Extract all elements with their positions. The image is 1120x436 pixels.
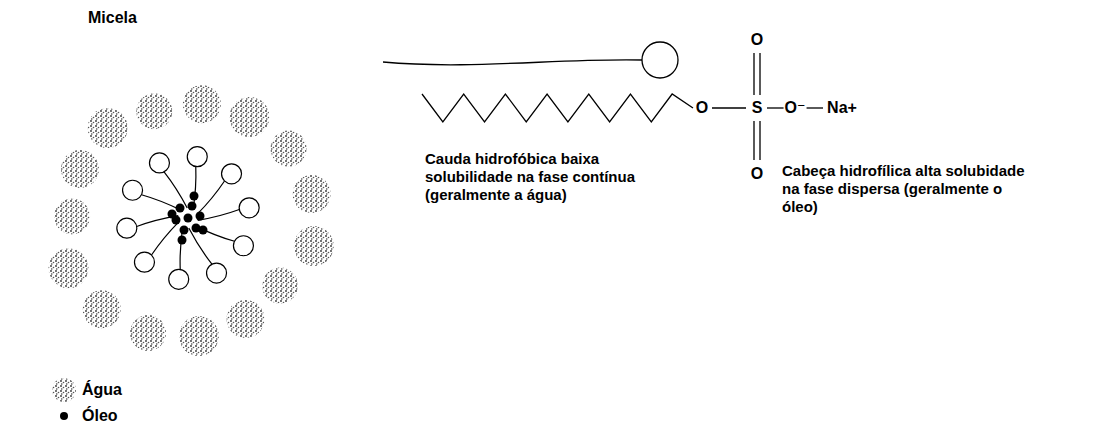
surfactant-head — [222, 164, 242, 184]
oil-droplet — [178, 236, 187, 245]
double-bond — [759, 121, 760, 160]
surfactant-head — [239, 198, 259, 218]
alkyl-chain — [422, 94, 693, 122]
water-molecule — [49, 248, 89, 288]
surfactant-tail — [164, 172, 187, 208]
sulfur-atom: S — [751, 98, 764, 117]
double-bond — [753, 53, 754, 95]
water-molecule — [183, 85, 221, 123]
surfactant-heads — [117, 147, 259, 290]
oil-droplet — [190, 192, 199, 201]
water-molecule — [271, 131, 307, 167]
oil-droplet — [188, 202, 197, 211]
oxygen-atom: O — [750, 30, 764, 49]
surfactant-head — [117, 218, 137, 238]
water-legend-sample — [52, 378, 76, 402]
oil-droplet — [176, 204, 185, 213]
single-bond — [767, 107, 785, 108]
oil-droplet — [184, 214, 193, 223]
surfactant-tails — [137, 167, 240, 270]
surfactant-schematic-tail — [383, 60, 642, 65]
water-molecule — [130, 315, 166, 351]
water-molecule — [88, 108, 128, 148]
water-molecule — [61, 150, 99, 188]
surfactant-head — [149, 153, 169, 173]
water-molecule — [229, 97, 269, 137]
surfactant-head — [233, 236, 253, 256]
water-molecules — [49, 85, 334, 356]
oil-droplet — [199, 226, 208, 235]
oil-droplet — [180, 226, 189, 235]
surfactant-head — [134, 252, 154, 272]
tail-caption: Cauda hidrofóbica baixa solubilidade na … — [425, 150, 680, 204]
single-bond — [712, 107, 746, 108]
surfactant-head — [207, 263, 227, 283]
water-molecule — [83, 290, 121, 328]
water-molecule — [294, 226, 334, 266]
surfactant-schematic-head — [642, 42, 678, 78]
head-caption: Cabeça hidrofílica alta solubidade na fa… — [782, 162, 1037, 216]
double-bond — [759, 53, 760, 95]
oil-droplet — [168, 210, 177, 219]
oil-droplet — [196, 212, 205, 221]
oxygen-atom: O — [750, 164, 764, 183]
diagram-title: Micela — [88, 8, 137, 27]
water-molecule — [262, 268, 298, 304]
surfactant-head — [123, 180, 143, 200]
double-bond — [753, 121, 754, 160]
water-molecule — [136, 93, 172, 129]
sodium-ion: Na+ — [826, 98, 858, 117]
surfactant-head — [169, 269, 189, 289]
ionic-bond — [806, 107, 823, 108]
surfactant-tail — [194, 226, 234, 242]
oxide-ion: O⁻ — [784, 98, 807, 117]
legend-text: Água — [82, 380, 122, 399]
surfactant-tail — [151, 222, 178, 255]
oil-droplets — [168, 192, 208, 245]
water-molecule — [293, 175, 331, 213]
surfactant-tail — [197, 181, 224, 214]
water-molecule — [227, 300, 265, 338]
water-molecule — [54, 198, 90, 234]
legend-text: Óleo — [82, 406, 118, 425]
oxygen-atom: O — [695, 98, 709, 117]
oil-legend-sample — [60, 412, 68, 420]
surfactant-head — [187, 147, 207, 167]
water-molecule — [179, 316, 219, 356]
